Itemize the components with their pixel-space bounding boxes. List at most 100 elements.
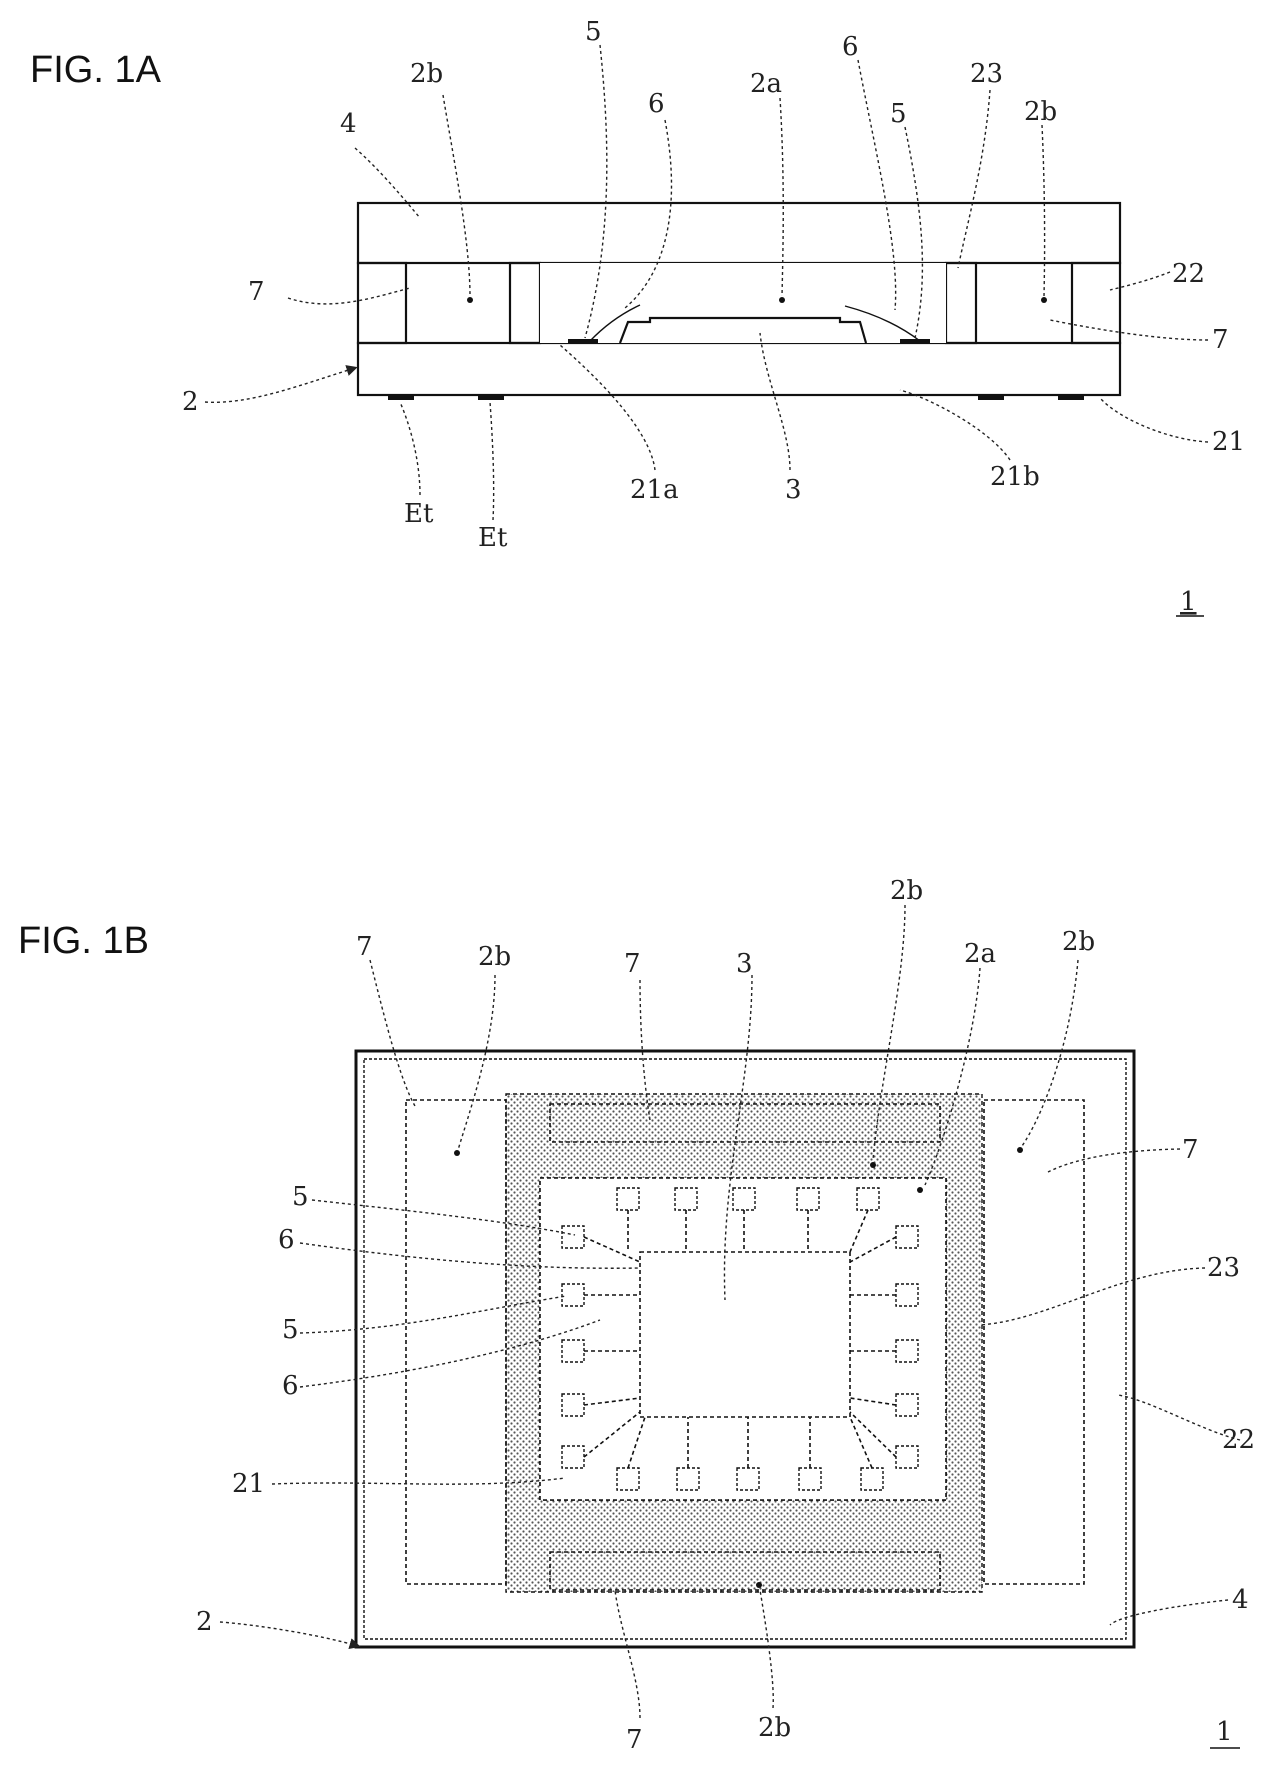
ref-7-right: 7 <box>1212 325 1229 355</box>
leader-3 <box>760 333 790 470</box>
figure-1b-title: FIG. 1B <box>18 920 149 962</box>
ref-23: 23 <box>1207 1253 1240 1283</box>
terminal-et-4 <box>1058 395 1084 400</box>
pad-5 <box>562 1446 584 1468</box>
leader-et-1 <box>400 402 420 495</box>
ref-23: 23 <box>970 59 1003 89</box>
pad-5 <box>799 1468 821 1490</box>
space-2a-marker <box>917 1187 923 1193</box>
pad-5 <box>861 1468 883 1490</box>
ref-2b-right: 2b <box>1024 97 1057 127</box>
ref-2b-bottom: 2b <box>758 1713 791 1743</box>
terminal-et-1 <box>388 395 414 400</box>
ref-21: 21 <box>1212 427 1245 457</box>
ref-2a: 2a <box>964 939 996 969</box>
pad-5 <box>562 1226 584 1248</box>
leader-7-left <box>288 288 410 304</box>
pad-5-left <box>568 339 598 344</box>
ref-22: 22 <box>1222 1425 1255 1455</box>
ref-2: 2 <box>182 387 199 417</box>
sheet-ref-1b: 1 <box>1216 1717 1233 1747</box>
lid-4 <box>358 203 1120 263</box>
ref-7-tr: 7 <box>1182 1135 1199 1165</box>
ref-7-bottom: 7 <box>626 1725 643 1755</box>
side-wall-22-left <box>358 263 406 343</box>
leader-21b <box>900 390 1010 460</box>
ref-7-left: 7 <box>248 277 265 307</box>
base-21 <box>358 343 1120 395</box>
pad-5 <box>617 1468 639 1490</box>
leader-21 <box>1100 398 1208 442</box>
ref-3: 3 <box>785 475 802 505</box>
ref-22: 22 <box>1172 259 1205 289</box>
component-7-right <box>976 263 1072 343</box>
leader-23 <box>958 90 990 268</box>
terminal-et-2 <box>478 395 504 400</box>
space-2b-marker-right <box>1017 1147 1023 1153</box>
partition-23-left <box>510 263 540 343</box>
ref-et-1: Et <box>404 499 434 529</box>
sheet-ref-1a: 1 <box>1180 587 1197 617</box>
leader-21a <box>560 345 655 470</box>
ref-5-a: 5 <box>292 1182 309 1212</box>
pad-5 <box>797 1188 819 1210</box>
chip-3 <box>640 1252 850 1417</box>
ref-5-left: 5 <box>585 17 602 47</box>
leader-2b-left <box>443 95 470 296</box>
leader-7-right <box>1050 320 1208 340</box>
ref-2b-tl: 2b <box>478 942 511 972</box>
ref-6-left: 6 <box>648 89 665 119</box>
terminal-et-3 <box>978 395 1004 400</box>
ref-7-tl: 7 <box>356 932 373 962</box>
ref-2b-top: 2b <box>890 876 923 906</box>
figure-1b: FIG. 1B <box>18 876 1255 1755</box>
ref-6-a: 6 <box>278 1225 295 1255</box>
ref-5-b: 5 <box>282 1315 299 1345</box>
ref-5-right: 5 <box>890 99 907 129</box>
space-2b-marker-bottom <box>756 1582 762 1588</box>
component-7-left <box>406 263 510 343</box>
pad-5 <box>896 1284 918 1306</box>
space-2b-marker-left <box>454 1150 460 1156</box>
pad-5 <box>857 1188 879 1210</box>
space-2b-marker-left <box>467 297 473 303</box>
ref-2a: 2a <box>750 69 782 99</box>
pad-5 <box>896 1340 918 1362</box>
pad-5 <box>896 1226 918 1248</box>
ref-3: 3 <box>736 949 753 979</box>
ref-7-tc: 7 <box>624 949 641 979</box>
pad-5 <box>677 1468 699 1490</box>
leader-4 <box>355 148 420 218</box>
ref-21: 21 <box>232 1469 265 1499</box>
ref-et-2: Et <box>478 523 508 553</box>
leader-2b-right <box>1042 125 1045 296</box>
leader-2 <box>220 1622 358 1646</box>
space-2a-marker <box>779 297 785 303</box>
figure-1a: FIG. 1A <box>30 17 1245 617</box>
leader-et-2 <box>490 402 494 520</box>
pad-5 <box>675 1188 697 1210</box>
ref-2: 2 <box>196 1607 213 1637</box>
ref-6-b: 6 <box>282 1371 299 1401</box>
ref-2b-left: 2b <box>410 59 443 89</box>
space-2b-marker-right <box>1041 297 1047 303</box>
leader-2 <box>205 368 355 402</box>
pad-5 <box>562 1340 584 1362</box>
pad-5 <box>733 1188 755 1210</box>
ref-4: 4 <box>340 109 357 139</box>
partition-23-right <box>946 263 976 343</box>
ref-4: 4 <box>1232 1585 1249 1615</box>
pad-5-right <box>900 339 930 344</box>
space-2b-marker-top <box>870 1162 876 1168</box>
ref-2b-tr: 2b <box>1062 927 1095 957</box>
ref-21b: 21b <box>990 462 1040 492</box>
ref-6-right: 6 <box>842 32 859 62</box>
pad-5 <box>562 1284 584 1306</box>
figure-1a-title: FIG. 1A <box>30 49 162 91</box>
pad-5 <box>737 1468 759 1490</box>
pad-5 <box>896 1446 918 1468</box>
pad-5 <box>562 1394 584 1416</box>
pad-5 <box>896 1394 918 1416</box>
pad-5 <box>617 1188 639 1210</box>
